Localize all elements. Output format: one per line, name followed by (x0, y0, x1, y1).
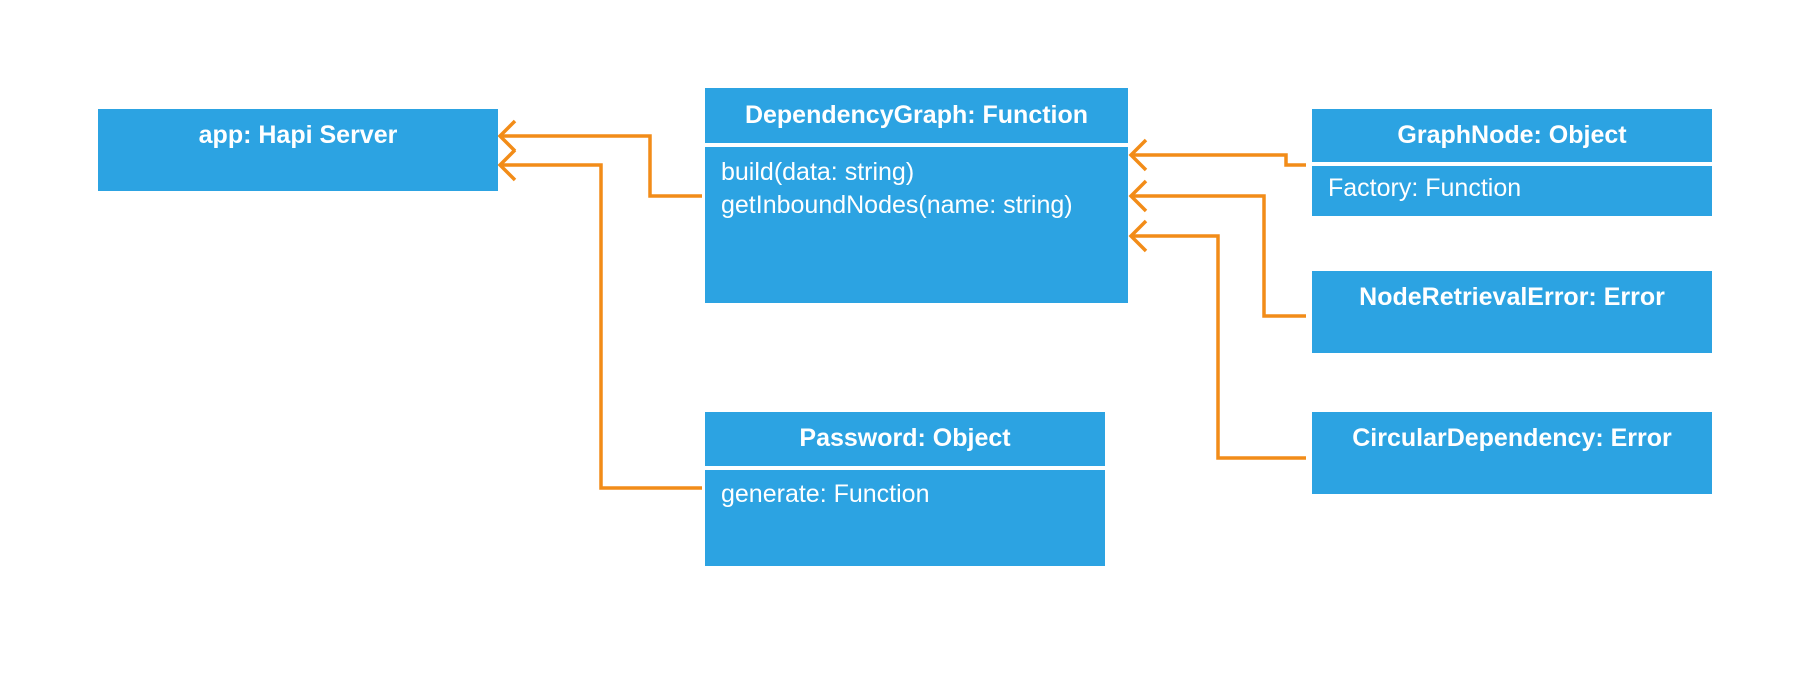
connector-node-retrieval-error-to-dependency-graph (1131, 194, 1306, 318)
circular-dependency-box: CircularDependency: Error (1312, 412, 1712, 494)
node-retrieval-error-box-title: NodeRetrievalError: Error (1359, 283, 1665, 311)
node-retrieval-error-box: NodeRetrievalError: Error (1312, 271, 1712, 353)
circular-dependency-box-title: CircularDependency: Error (1352, 424, 1672, 452)
connector-circular-dependency-to-dependency-graph (1131, 234, 1306, 460)
connector-graph-node-to-dependency-graph (1131, 153, 1306, 167)
dependency-graph-box-divider (705, 143, 1128, 147)
arrowhead-dependency-graph-3 (1128, 219, 1148, 253)
graph-node-box-title: GraphNode: Object (1397, 121, 1627, 149)
connector-password-to-app (500, 163, 702, 490)
password-box-divider (705, 466, 1105, 470)
graph-node-box-divider (1312, 162, 1712, 166)
arrowhead-app-upper (497, 119, 517, 153)
member-build: build(data: string) (721, 158, 915, 186)
dependency-graph-members: build(data: string) getInboundNodes(name… (721, 156, 1122, 222)
password-box: Password: Object generate: Function (705, 412, 1105, 566)
arrowhead-dependency-graph-2 (1128, 179, 1148, 213)
arrowhead-app-lower (497, 148, 517, 182)
member-factory: Factory: Function (1328, 174, 1522, 202)
app-box-title: app: Hapi Server (198, 121, 398, 149)
dependency-graph-box-title: DependencyGraph: Function (744, 101, 1089, 129)
connector-dependency-graph-to-app (500, 134, 702, 198)
dependency-graph-box: DependencyGraph: Function build(data: st… (705, 88, 1128, 303)
password-box-title: Password: Object (799, 424, 1011, 452)
graph-node-members: Factory: Function (1328, 172, 1706, 205)
member-get-inbound-nodes: getInboundNodes(name: string) (721, 191, 1073, 219)
arrowhead-dependency-graph-1 (1128, 138, 1148, 172)
member-generate: generate: Function (721, 480, 930, 508)
app-box: app: Hapi Server (98, 109, 498, 191)
graph-node-box: GraphNode: Object Factory: Function (1312, 109, 1712, 216)
password-members: generate: Function (721, 478, 1099, 511)
